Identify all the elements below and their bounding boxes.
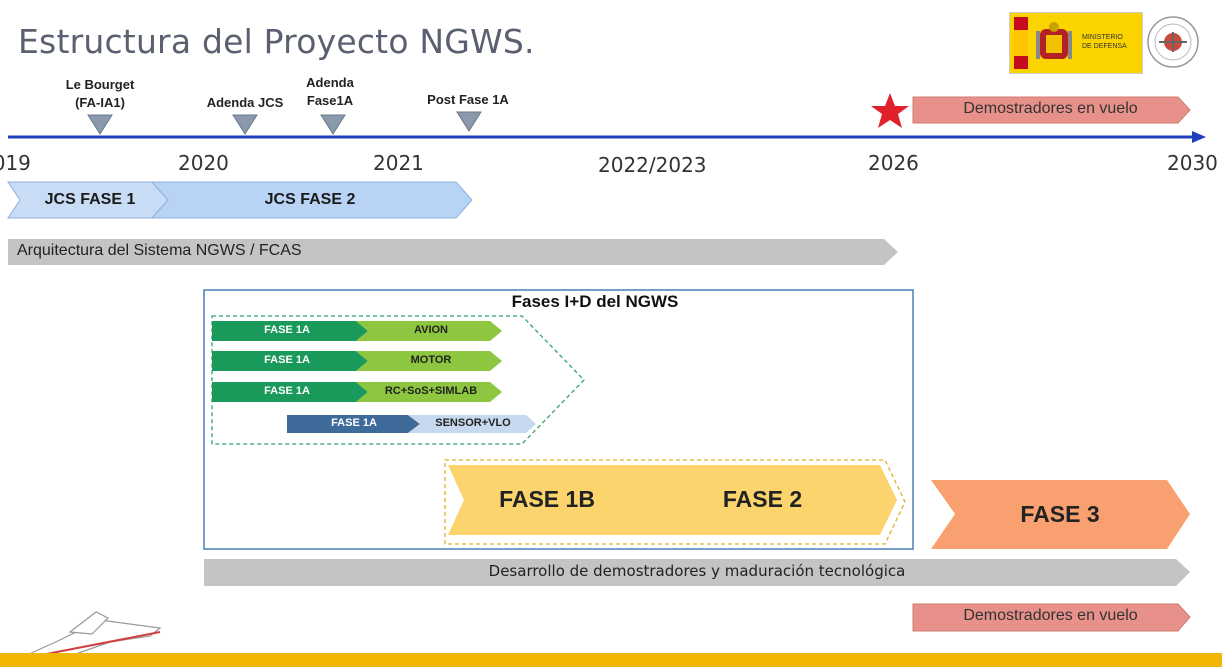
jcs-fase1-label: JCS FASE 1	[44, 191, 136, 208]
year-2020: 2020	[178, 151, 229, 175]
rd-box-title: Fases I+D del NGWS	[511, 292, 679, 311]
timeline-arrowhead	[1192, 131, 1206, 143]
fase1b-arrow	[448, 465, 647, 535]
star-icon	[871, 93, 909, 128]
fase1b-label: FASE 1B	[499, 486, 595, 512]
avion-arrow	[356, 321, 502, 341]
fase1a-label-2: FASE 1A	[264, 354, 310, 366]
demonstrators-top-arrow	[912, 96, 1191, 124]
fase1b-2-group-outline	[444, 459, 906, 545]
milestone-marker-adenda-jcs	[232, 114, 258, 135]
year-2022-2023: 2022/2023	[598, 153, 707, 177]
fase1a-arrow-1	[212, 321, 368, 341]
architecture-arrow	[8, 239, 898, 265]
avion-label: AVION	[413, 324, 449, 336]
year-2030: 2030	[1167, 151, 1218, 175]
demonstrators-bottom-label: Demostradores en vuelo	[963, 607, 1138, 624]
page-title: Estructura del Proyecto NGWS.	[18, 22, 535, 61]
jcs-fase2-arrow	[150, 181, 473, 219]
milestone-label-le-bourget: Le Bourget (FA-IA1)	[65, 77, 135, 110]
fase2-label: FASE 2	[722, 486, 803, 512]
sensor-vlo-label: SENSOR+VLO	[435, 417, 511, 429]
architecture-label: Arquitectura del Sistema NGWS / FCAS	[17, 242, 302, 259]
milestone-marker-post-fase1a	[456, 111, 482, 132]
rc-sos-simlab-arrow	[356, 382, 502, 402]
emblem-logo	[1146, 14, 1200, 70]
jcs-fase2-label: JCS FASE 2	[264, 191, 356, 208]
year-2019: 2019	[0, 151, 31, 175]
fase1a-label-1: FASE 1A	[264, 324, 310, 336]
ministry-logo: MINISTERIO DE DEFENSA	[1009, 12, 1143, 74]
ministry-name: MINISTERIO DE DEFENSA	[1082, 33, 1127, 51]
milestone-label-post-fase1a: Post Fase 1A	[427, 92, 509, 107]
fase1a-label-3: FASE 1A	[264, 385, 310, 397]
fase1a-arrow-4	[287, 415, 420, 433]
fase2-arrow	[628, 465, 897, 535]
motor-label: MOTOR	[410, 354, 452, 366]
year-2021: 2021	[373, 151, 424, 175]
year-2026: 2026	[868, 151, 919, 175]
fase1a-arrow-2	[212, 351, 368, 371]
fase1a-group-outline	[211, 315, 585, 445]
coat-of-arms-icon	[1034, 21, 1074, 65]
ministry-line-2: DE DEFENSA	[1082, 43, 1127, 50]
demonstrators-bottom-arrow	[912, 603, 1191, 632]
development-label: Desarrollo de demostradores y maduración…	[488, 562, 906, 580]
bottom-bar	[0, 653, 1222, 667]
development-arrow	[204, 559, 1190, 586]
milestone-marker-adenda-fase1a	[320, 114, 346, 135]
motor-arrow	[356, 351, 502, 371]
milestone-label-adenda-fase1a: Adenda Fase1A	[306, 75, 354, 108]
sensor-vlo-arrow	[408, 415, 536, 433]
rc-sos-simlab-label: RC+SoS+SIMLAB	[384, 385, 478, 397]
milestone-marker-le-bourget	[87, 114, 113, 135]
fase3-arrow	[931, 480, 1190, 549]
fase1a-label-4: FASE 1A	[331, 417, 377, 429]
fase1a-arrow-3	[212, 382, 368, 402]
demonstrators-top-label: Demostradores en vuelo	[963, 100, 1138, 117]
fase3-label: FASE 3	[1020, 501, 1100, 527]
spain-flag-icon	[1014, 17, 1028, 69]
ministry-line-1: MINISTERIO	[1082, 34, 1123, 41]
milestone-label-adenda-jcs: Adenda JCS	[206, 95, 284, 110]
